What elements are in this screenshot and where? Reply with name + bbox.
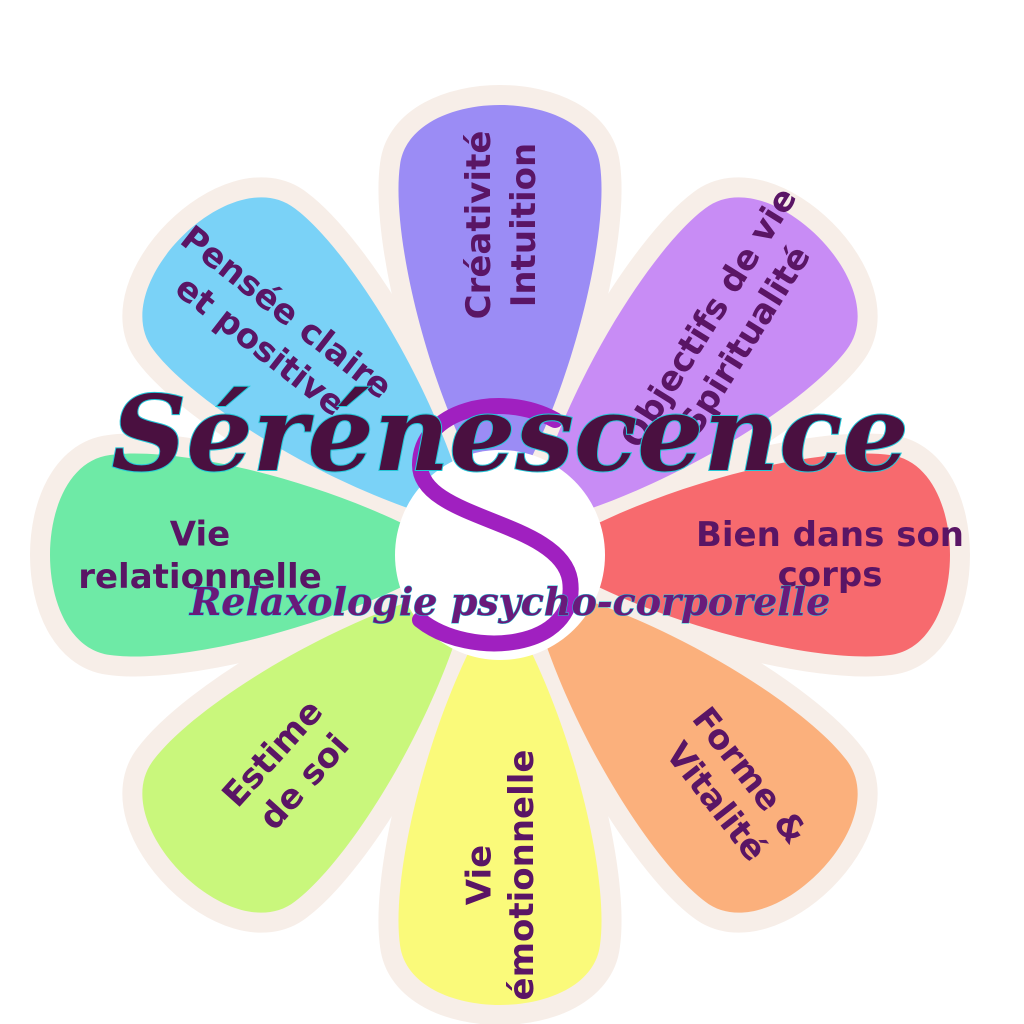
petal-emotionnelle — [398, 595, 602, 1005]
petal-pensee — [142, 197, 472, 527]
petal-forme — [528, 583, 858, 913]
petal-corps — [540, 453, 950, 657]
petal-label-line: Bien dans son — [696, 515, 964, 555]
brand-subtitle: Relaxologie psycho-corporelle — [189, 579, 831, 624]
petal-label-line: Vie — [460, 845, 500, 905]
petal-label-line: Créativité — [459, 131, 499, 320]
logo-s-emblem — [411, 398, 579, 652]
petal-label-line: Vie — [170, 515, 230, 555]
petal-label-line: relationnelle — [78, 557, 322, 597]
brand-title: Sérénescence — [111, 372, 908, 495]
petal-relationnelle — [50, 453, 460, 657]
petal-label-line: corps — [778, 555, 883, 595]
petal-label-line: émotionnelle — [502, 750, 542, 1001]
petal-label-line: Intuition — [504, 143, 544, 307]
petal-objectifs — [528, 197, 858, 527]
petal-estime — [142, 583, 472, 913]
petal-layer — [30, 85, 970, 1024]
